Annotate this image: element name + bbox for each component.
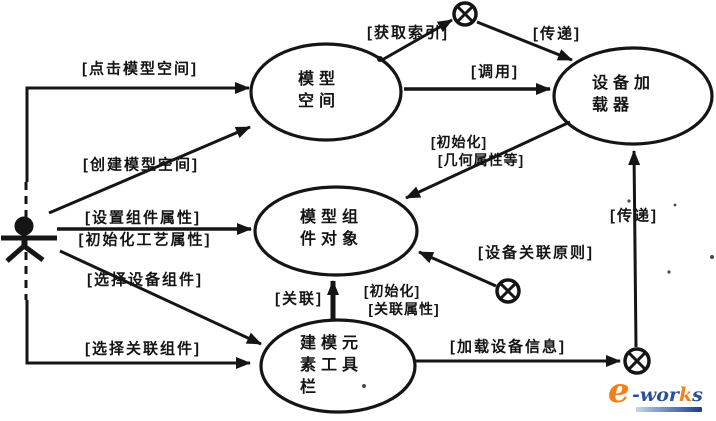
- actor-left-leg: [5, 244, 26, 263]
- message-init-process-props: [初始化工艺属性]: [78, 231, 212, 249]
- message-set-component-props: [设置组件属性]: [85, 209, 201, 227]
- connector-create-model-space: [48, 125, 251, 215]
- message-call: [调用]: [471, 63, 519, 81]
- connector-select-assoc-component: [25, 300, 251, 369]
- connector-select-device-component: [59, 249, 262, 346]
- terminator-icon-bottom: [623, 347, 651, 375]
- actor-head: [14, 216, 34, 236]
- node-label-model-component: 模型组 件对象: [300, 209, 364, 248]
- node-model-component: [253, 185, 419, 277]
- terminator-icon-top: [452, 1, 478, 27]
- eworks-logo-k: k: [678, 384, 693, 406]
- message-load-device-info: [加载设备信息]: [450, 338, 566, 356]
- message-create-model-space: [创建模型空间]: [83, 156, 199, 174]
- message-select-assoc-component: [选择关联组件]: [85, 340, 201, 358]
- eworks-logo-text: -works: [632, 384, 703, 406]
- node-toolbar: [259, 318, 417, 414]
- node-label-model-space: 模型 空间: [298, 71, 341, 110]
- message-initialize-geo: [初始化]: [430, 134, 488, 150]
- scan-noise-specks: [362, 199, 714, 388]
- node-device-loader: [552, 46, 714, 146]
- terminator-icon-right: [495, 278, 521, 304]
- eworks-logo-t1: -wor: [632, 384, 679, 406]
- connector-transfer-top: [476, 20, 573, 62]
- connector-transfer-right: [628, 150, 641, 348]
- message-transfer-right: [传递]: [610, 207, 658, 225]
- connector-get-index: [381, 18, 453, 62]
- message-click-model-space: [点击模型空间]: [82, 60, 198, 78]
- eworks-logo-e: e: [608, 371, 630, 411]
- message-assoc-props: [关联属性]: [368, 301, 440, 317]
- message-device-assoc-rule: [设备关联原则]: [478, 244, 594, 262]
- message-associate: [关联]: [275, 290, 323, 308]
- message-initialize-assoc: [初始化]: [363, 283, 421, 299]
- node-label-toolbar: 建模元 素工具 栏: [300, 335, 364, 396]
- link-endpoint-dot: [377, 56, 383, 62]
- actor-right-leg: [22, 243, 45, 263]
- eworks-logo-bar: [636, 407, 702, 412]
- connector-device-assoc-rule: [418, 250, 497, 288]
- message-geometric-props: [几何属性等]: [437, 152, 525, 168]
- node-label-device-loader: 设备加 载器: [592, 75, 656, 114]
- eworks-logo: e -works: [606, 374, 714, 418]
- message-transfer-top: [传递]: [533, 25, 581, 43]
- actor-user: [1, 216, 57, 263]
- connector-initialize-geometric: [405, 120, 571, 200]
- node-model-space: [249, 42, 403, 142]
- eworks-logo-t2: s: [692, 384, 703, 406]
- message-select-device-component: [选择设备组件]: [87, 271, 203, 289]
- message-get-index: [获取索引]: [367, 24, 449, 42]
